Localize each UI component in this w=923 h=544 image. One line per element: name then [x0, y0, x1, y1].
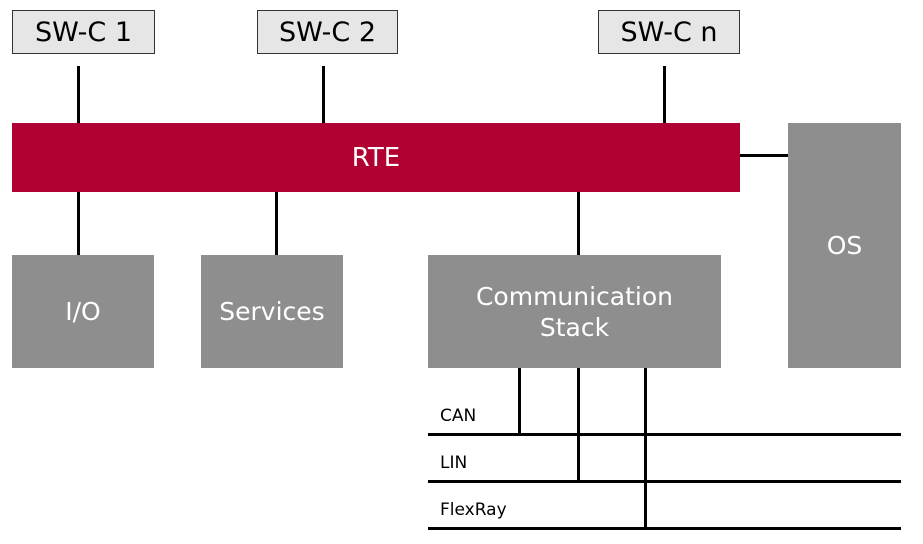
software-component-n-label: SW-C n [620, 16, 718, 48]
software-component-1-label: SW-C 1 [34, 16, 133, 48]
software-component-2-label: SW-C 2 [278, 16, 377, 48]
bus-drop-lin [577, 368, 580, 482]
software-component-2: SW-C 2 [257, 10, 398, 54]
bus-line-flexray [428, 527, 901, 530]
connector-rte-os [740, 154, 788, 157]
bus-label-lin: LIN [440, 453, 468, 473]
services-module-label: Services [219, 297, 325, 326]
connector-swcn-rte [663, 66, 666, 123]
bus-line-lin [428, 480, 901, 483]
communication-stack-label-line1: Communication [475, 281, 674, 311]
connector-rte-io [77, 192, 80, 255]
connector-swc2-rte [322, 66, 325, 123]
io-module-label: I/O [65, 297, 101, 326]
software-component-1: SW-C 1 [12, 10, 155, 54]
rte-bar: RTE [12, 123, 740, 192]
bus-line-can [428, 433, 901, 436]
rte-label: RTE [351, 142, 401, 173]
communication-stack-label-line2: Stack [539, 312, 610, 342]
io-module: I/O [12, 255, 154, 368]
bus-drop-flexray [644, 368, 647, 529]
os-module-label: OS [826, 231, 863, 260]
services-module: Services [201, 255, 343, 368]
software-component-n: SW-C n [598, 10, 740, 54]
connector-swc1-rte [77, 66, 80, 123]
bus-label-can: CAN [440, 406, 477, 426]
connector-rte-comstack [577, 192, 580, 255]
communication-stack-module: Communication Stack [428, 255, 721, 368]
connector-rte-services [275, 192, 278, 255]
os-module: OS [788, 123, 901, 368]
bus-drop-can [518, 368, 521, 435]
bus-label-flexray: FlexRay [440, 500, 507, 520]
